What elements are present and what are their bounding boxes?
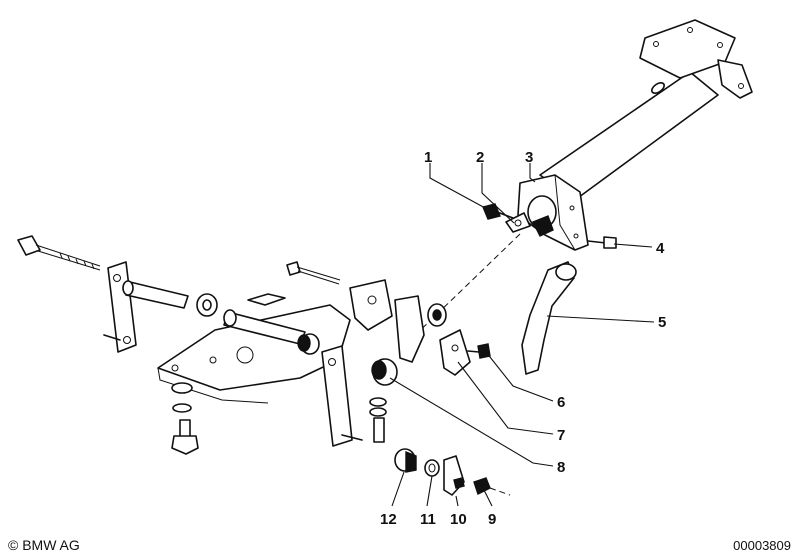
callout-9: 9 (488, 511, 496, 528)
callout-12: 12 (380, 511, 397, 528)
left-strap (103, 261, 137, 353)
lever (521, 261, 577, 375)
callout-3: 3 (525, 149, 533, 166)
upper-bolt (286, 261, 341, 285)
rubber-bushing (394, 448, 417, 473)
cross-shaft (223, 309, 320, 355)
callout-6: 6 (557, 394, 565, 411)
clamp-block (517, 174, 589, 251)
long-bolt (17, 235, 101, 271)
bracket (394, 295, 471, 376)
steering-column-tube (539, 19, 753, 201)
callout-7: 7 (557, 427, 565, 444)
right-fastener-stack (369, 397, 387, 443)
left-fastener-stack (171, 382, 199, 455)
callout-4: 4 (656, 240, 665, 257)
copyright-text: © BMW AG (8, 537, 80, 553)
callout-1: 1 (424, 149, 432, 166)
lock-plate (505, 212, 531, 233)
callout-2: 2 (476, 149, 484, 166)
callout-11: 11 (420, 511, 436, 528)
alignment-line (404, 233, 521, 346)
pedal-bracket (157, 279, 393, 404)
clip (443, 455, 465, 496)
right-strap (321, 345, 363, 447)
leader-lines (389, 163, 655, 507)
upper-bushing (427, 303, 447, 327)
callout-10: 10 (450, 511, 467, 528)
bolt (587, 236, 617, 249)
callout-8: 8 (557, 459, 565, 476)
washer (424, 459, 440, 477)
screw (467, 343, 491, 359)
callout-5: 5 (658, 314, 666, 331)
spacer-tube (122, 280, 218, 317)
nut (473, 477, 511, 496)
hex-bolt (482, 203, 514, 220)
bushing (371, 358, 398, 386)
image-number: 00003809 (733, 538, 791, 553)
